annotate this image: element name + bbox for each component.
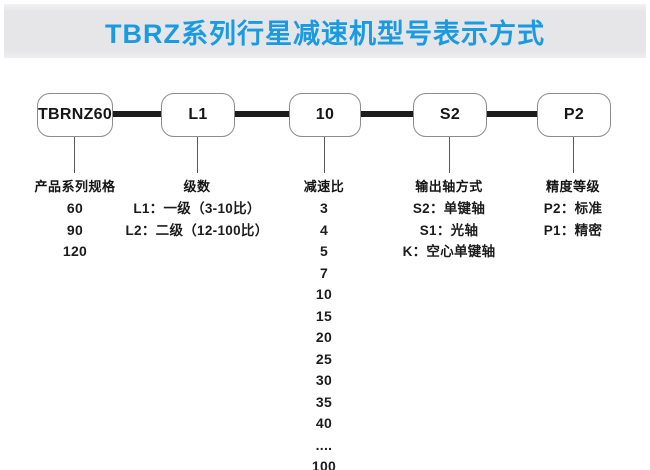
page-title: TBRZ系列行星减速机型号表示方式 bbox=[105, 18, 545, 49]
model-box-shaft: S2 bbox=[413, 93, 487, 137]
model-box-ratio: 10 bbox=[289, 93, 361, 137]
stage-option: L1：一级（3-10比） bbox=[133, 201, 261, 216]
stem-line bbox=[74, 137, 76, 173]
model-box-precision: P2 bbox=[537, 93, 611, 137]
stage-option: L2：二级（12-100比） bbox=[125, 222, 269, 238]
stem-line bbox=[449, 137, 451, 173]
ratio-option: 4 bbox=[319, 221, 329, 238]
ratio-option: 20 bbox=[315, 329, 333, 345]
column-series-header: 产品系列规格 bbox=[34, 179, 116, 194]
stem-line bbox=[573, 137, 575, 173]
series-option: 120 bbox=[62, 243, 88, 259]
series-option: 60 bbox=[66, 200, 84, 216]
ratio-option: 7 bbox=[319, 264, 329, 281]
header-bar: TBRZ系列行星减速机型号表示方式 bbox=[4, 4, 646, 58]
precision-option: P1：精密 bbox=[543, 222, 603, 238]
ratio-option: 35 bbox=[315, 393, 333, 410]
model-box-stage: L1 bbox=[161, 93, 235, 137]
ratio-option: 25 bbox=[315, 350, 333, 367]
ratio-option: 15 bbox=[315, 307, 333, 324]
connector-line bbox=[110, 111, 164, 117]
precision-option: P2：标准 bbox=[543, 201, 603, 216]
ratio-option: 3 bbox=[319, 200, 329, 216]
connector-line bbox=[358, 111, 416, 117]
column-shaft: 输出轴方式 S2：单键轴 S1：光轴 K：空心单键轴 bbox=[379, 177, 519, 263]
connector-line bbox=[232, 111, 292, 117]
ratio-option: 30 bbox=[315, 372, 333, 388]
ratio-option: 10 bbox=[315, 286, 333, 302]
ratio-ellipsis: .... bbox=[315, 436, 333, 453]
ratio-option: 40 bbox=[315, 415, 333, 431]
ratio-option: 100 bbox=[311, 458, 337, 470]
shaft-option: S1：光轴 bbox=[419, 222, 479, 238]
column-series: 产品系列规格 60 90 120 bbox=[7, 177, 143, 263]
column-precision: 精度等级 P2：标准 P1：精密 bbox=[503, 177, 643, 241]
column-ratio-header: 减速比 bbox=[303, 179, 345, 194]
column-shaft-header: 输出轴方式 bbox=[415, 179, 483, 194]
stem-line bbox=[197, 137, 199, 173]
column-ratio: 减速比 3 4 5 7 10 15 20 25 30 35 40 .... 10… bbox=[274, 177, 374, 470]
shaft-option: K：空心单键轴 bbox=[402, 244, 496, 259]
series-option: 90 bbox=[66, 221, 84, 238]
column-stage: 级数 L1：一级（3-10比） L2：二级（12-100比） bbox=[117, 177, 277, 241]
connector-line bbox=[484, 111, 540, 117]
column-stage-header: 级数 bbox=[183, 179, 211, 194]
ratio-option: 5 bbox=[319, 243, 329, 259]
column-precision-header: 精度等级 bbox=[545, 179, 600, 194]
shaft-option: S2：单键轴 bbox=[412, 201, 486, 216]
model-box-series: TBRNZ60 bbox=[37, 93, 113, 137]
stem-line bbox=[324, 137, 326, 173]
